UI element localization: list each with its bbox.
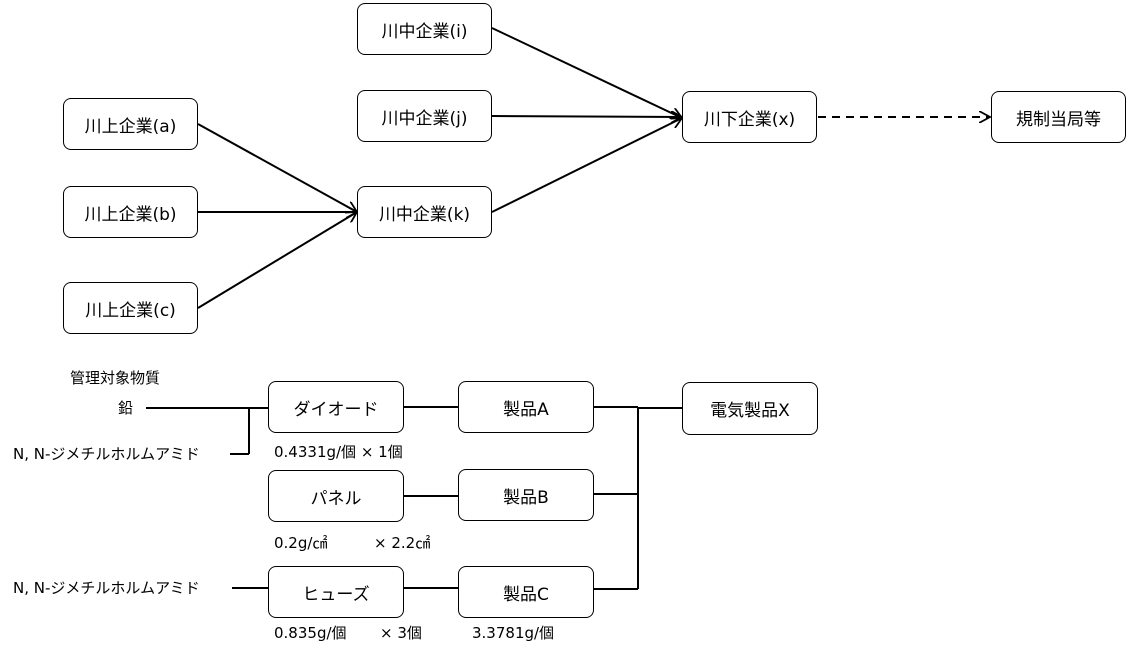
final-product-x: 電気製品X [682,382,818,435]
part-fuse: ヒューズ [268,566,404,618]
substance-lead-label: 鉛 [118,399,134,417]
midstream-company-k: 川中企業(k) [357,186,492,238]
regulator-box: 規制当局等 [991,91,1126,143]
substance-dmf-label-1: N, N-ジメチルホルムアミド [13,445,200,463]
fuse-quantity-label: × 3個 [380,624,422,642]
product-a: 製品A [458,381,594,433]
upstream-company-b: 川上企業(b) [63,186,198,238]
product-c-amount-label: 3.3781g/個 [472,624,555,642]
arrow-midstream-k-to-downstream [491,118,682,213]
part-panel: パネル [268,470,404,522]
substance-dmf-label-2: N, N-ジメチルホルムアミド [13,579,200,597]
arrow-upstream-a-to-midstream-k [197,123,357,212]
arrow-midstream-i-to-downstream [491,27,682,118]
diode-amount-label: 0.4331g/個 × 1個 [274,443,403,461]
fuse-unit-amount-label: 0.835g/個 [274,624,347,642]
midstream-company-j: 川中企業(j) [357,90,492,142]
midstream-company-i: 川中企業(i) [357,3,492,55]
product-b: 製品B [458,469,594,521]
arrow-midstream-j-to-downstream [491,116,682,117]
panel-quantity-label: × 2.2㎠ [374,534,431,552]
part-diode: ダイオード [268,381,404,433]
panel-unit-amount-label: 0.2g/㎠ [274,534,328,552]
arrow-upstream-c-to-midstream-k [197,212,357,309]
upstream-company-c: 川上企業(c) [63,282,198,334]
controlled-substance-header: 管理対象物質 [70,369,161,387]
downstream-company-x: 川下企業(x) [682,91,817,143]
upstream-company-a: 川上企業(a) [63,98,198,150]
product-c: 製品C [458,566,594,618]
